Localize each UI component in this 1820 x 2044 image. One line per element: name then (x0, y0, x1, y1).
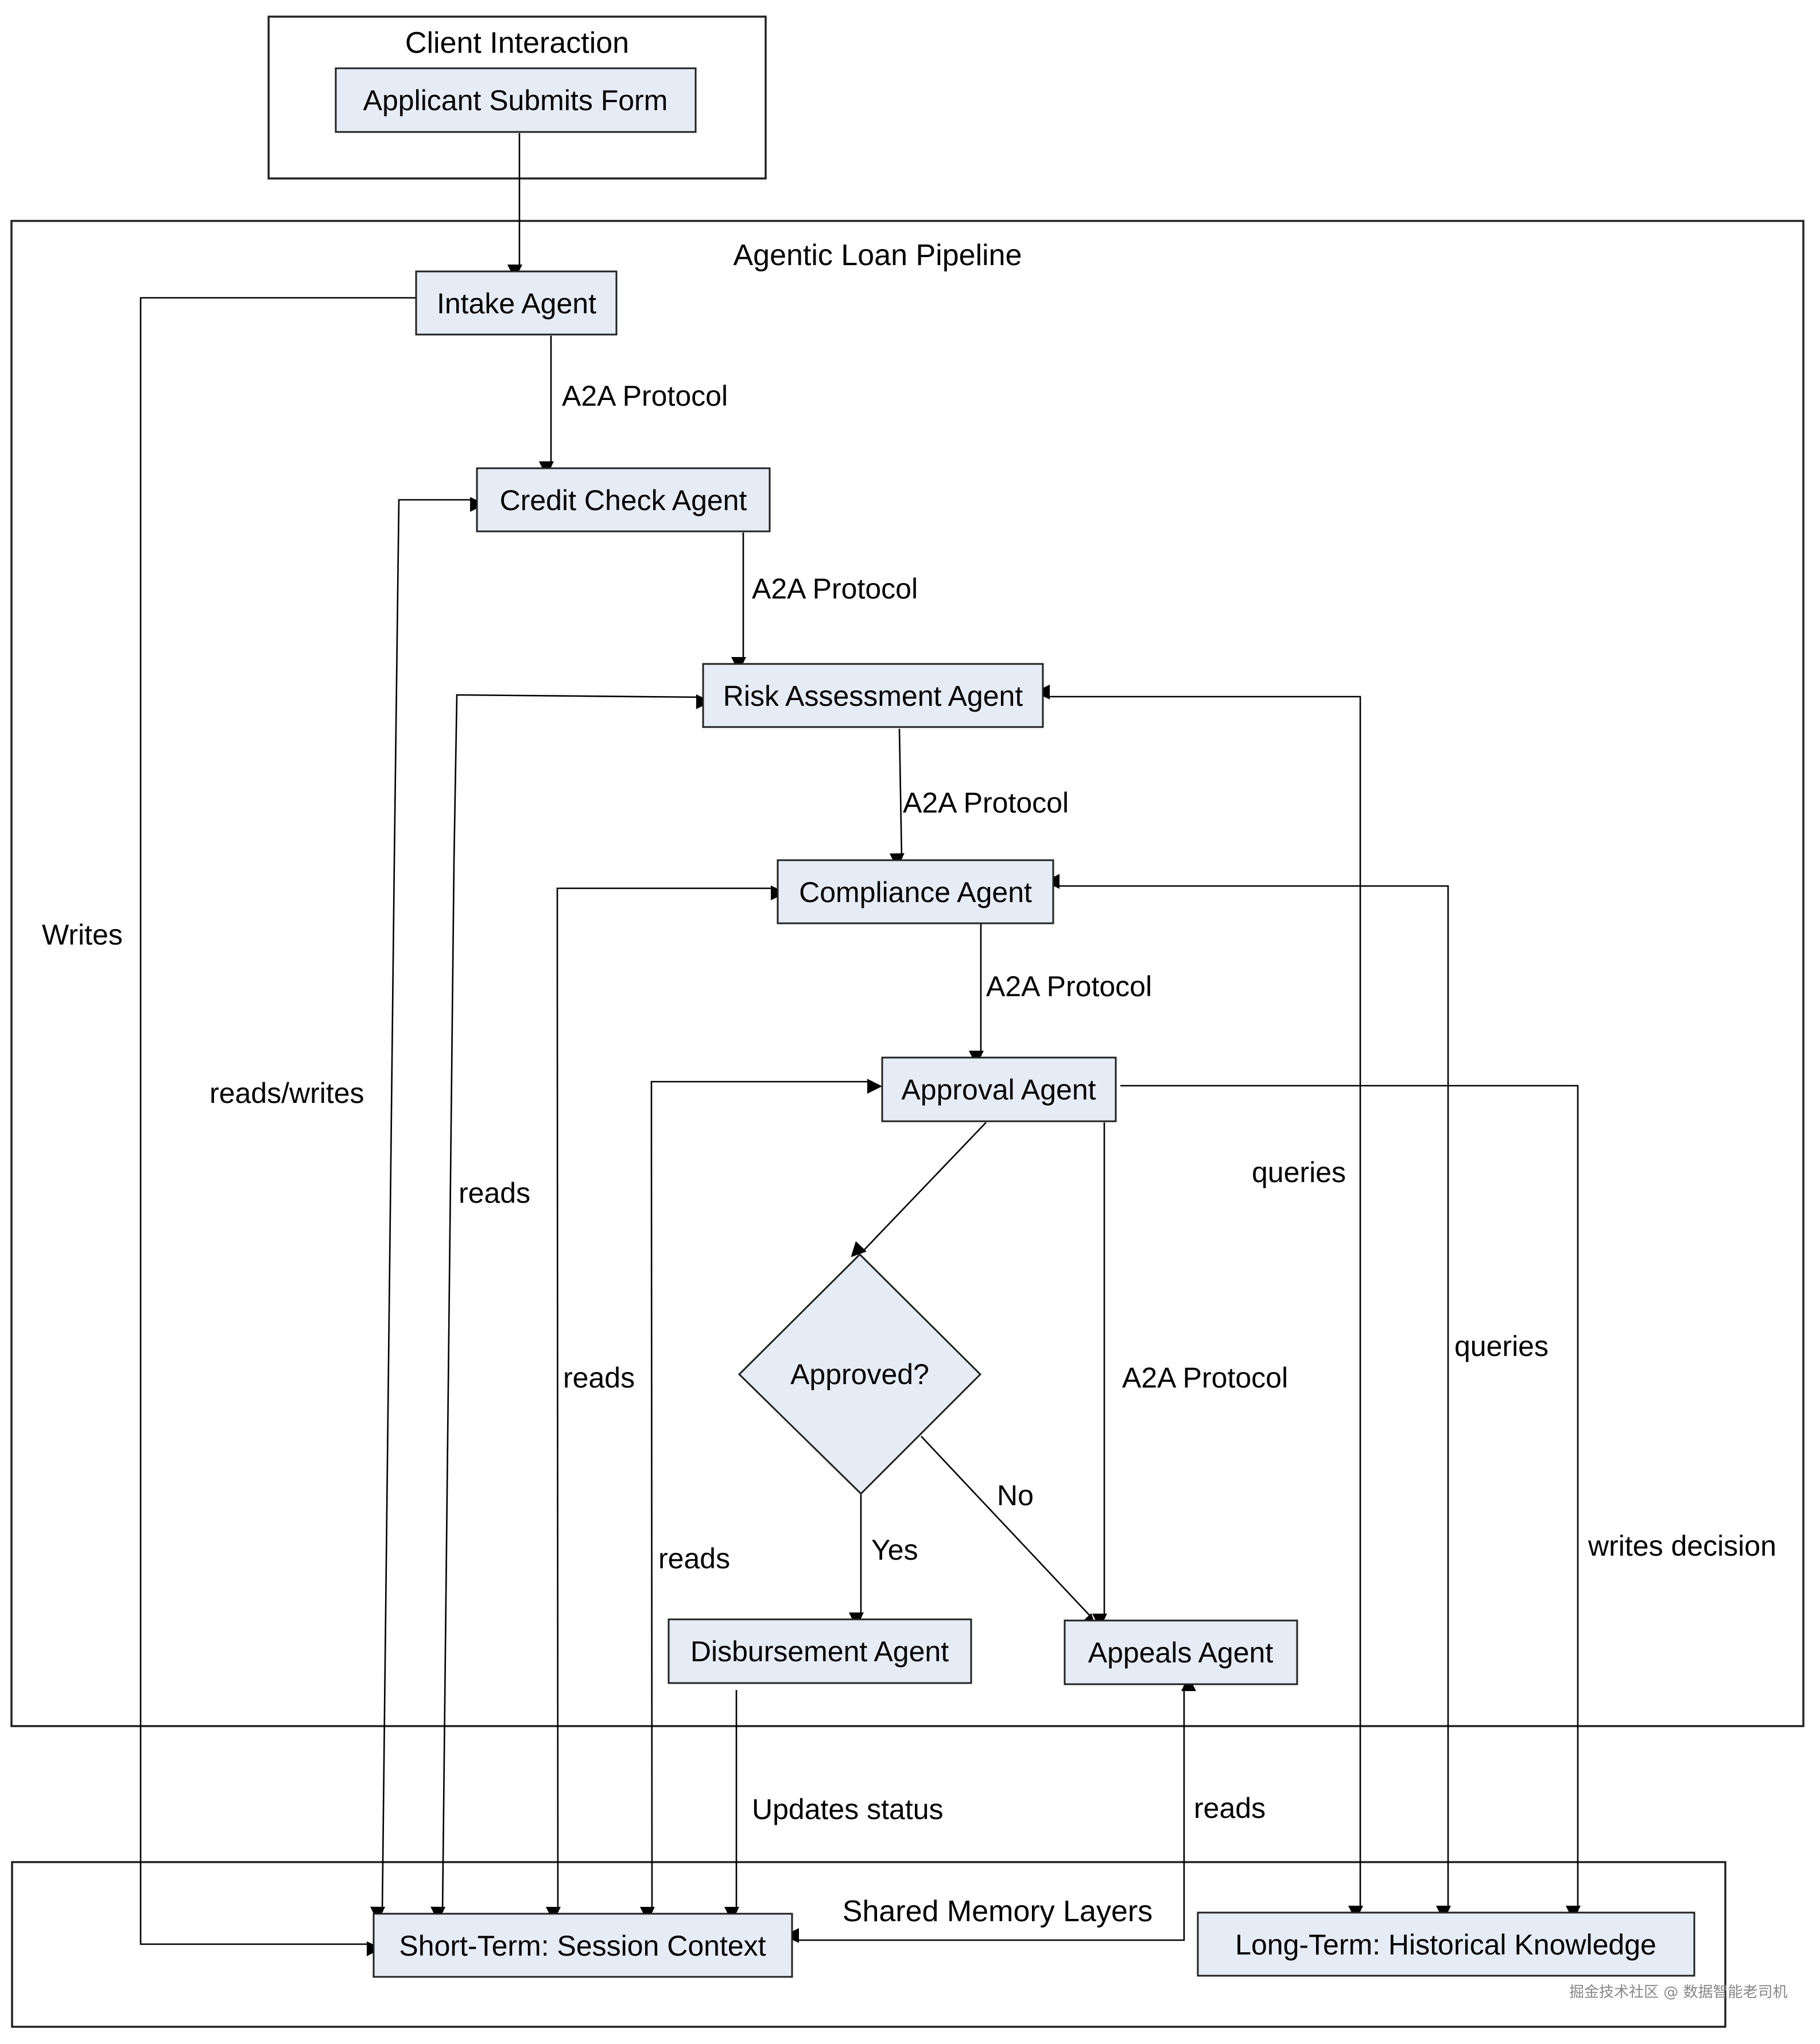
edge-labels: A2A Protocol A2A Protocol A2A Protocol A… (42, 380, 1776, 1825)
node-appeals-label: Appeals Agent (1088, 1637, 1274, 1669)
label-appeals-reads: reads (1194, 1792, 1266, 1824)
client-interaction-box (267, 15, 767, 180)
label-risk-queries: queries (1252, 1156, 1346, 1188)
client-interaction-group: Client Interaction (267, 15, 767, 180)
label-decision-no: No (997, 1479, 1034, 1511)
edge-risk-compliance (889, 728, 905, 869)
agentic-loan-pipeline-group: Agentic Loan Pipeline (10, 220, 1805, 1727)
node-applicant-label: Applicant Submits Form (363, 84, 668, 116)
edges (139, 133, 1581, 1956)
edge-approval-decision (851, 1122, 987, 1257)
label-approval-reads: reads (658, 1542, 730, 1575)
edge-risk-shortterm-up (453, 694, 711, 861)
shared-memory-group (11, 1861, 1726, 2028)
node-risk-label: Risk Assessment Agent (723, 680, 1023, 712)
client-interaction-title: Client Interaction (405, 26, 629, 60)
edge-approval-longterm (1120, 1085, 1581, 1921)
edge-approval-shortterm-up (650, 1079, 882, 1148)
node-decision-label: Approved? (790, 1358, 929, 1390)
label-decision-yes: Yes (871, 1534, 918, 1566)
node-credit-label: Credit Check Agent (500, 484, 747, 516)
node-compliance-label: Compliance Agent (799, 876, 1032, 908)
watermark: 掘金技术社区 @ 数据智能老司机 (1569, 1984, 1788, 2001)
edge-risk-longterm-up (1035, 685, 1361, 1148)
label-approval-writes-decision: writes decision (1588, 1530, 1776, 1562)
node-intake-label: Intake Agent (437, 287, 596, 320)
label-intake-writes: Writes (42, 919, 123, 951)
edge-appeals-shortterm-to-st (784, 1779, 1185, 1943)
node-approval-agent[interactable]: Approval Agent (881, 1056, 1117, 1122)
label-compliance-queries: queries (1454, 1330, 1549, 1362)
node-risk-assessment-agent[interactable]: Risk Assessment Agent (702, 663, 1044, 728)
edge-risk-shortterm-down (430, 860, 455, 1922)
node-long-term-memory[interactable]: Long-Term: Historical Knowledge (1197, 1911, 1695, 1977)
edge-compliance-shortterm-down (545, 975, 561, 1922)
node-approval-label: Approval Agent (901, 1074, 1096, 1106)
node-compliance-agent[interactable]: Compliance Agent (777, 859, 1054, 924)
node-appeals-agent[interactable]: Appeals Agent (1064, 1619, 1298, 1685)
edge-compliance-shortterm-up (556, 885, 786, 976)
label-credit-readswrites: reads/writes (209, 1077, 364, 1109)
edge-credit-shortterm-down (370, 860, 395, 1922)
node-disbursement-agent[interactable]: Disbursement Agent (668, 1618, 972, 1684)
node-applicant-submits-form[interactable]: Applicant Submits Form (335, 67, 697, 133)
label-intake-credit: A2A Protocol (562, 380, 728, 412)
label-credit-risk: A2A Protocol (752, 573, 918, 605)
node-disbursement-label: Disbursement Agent (690, 1635, 949, 1668)
label-compliance-approval: A2A Protocol (986, 970, 1152, 1002)
edge-intake-shortterm (139, 297, 416, 1956)
memory-title: Shared Memory Layers (843, 1895, 1152, 1928)
label-approval-appeals: A2A Protocol (1122, 1362, 1288, 1394)
label-risk-reads: reads (459, 1177, 530, 1209)
pipeline-title: Agentic Loan Pipeline (733, 239, 1022, 272)
memory-box (11, 1861, 1726, 2028)
edge-compliance-longterm-up (1045, 874, 1449, 1148)
edge-credit-shortterm-up (393, 497, 485, 861)
node-short-term-memory[interactable]: Short-Term: Session Context (372, 1913, 793, 1978)
edge-approval-shortterm-down (639, 1147, 655, 1922)
node-intake-agent[interactable]: Intake Agent (415, 270, 618, 336)
pipeline-box (10, 220, 1805, 1727)
node-short-term-label: Short-Term: Session Context (399, 1930, 766, 1962)
label-compliance-reads: reads (563, 1362, 635, 1394)
edge-decision-no (921, 1436, 1096, 1629)
label-disbursement-updates: Updates status (752, 1793, 944, 1825)
node-long-term-label: Long-Term: Historical Knowledge (1235, 1929, 1656, 1961)
label-risk-compliance: A2A Protocol (903, 787, 1069, 819)
node-credit-check-agent[interactable]: Credit Check Agent (476, 467, 771, 533)
node-approved-decision[interactable]: Approved? (738, 1253, 982, 1495)
